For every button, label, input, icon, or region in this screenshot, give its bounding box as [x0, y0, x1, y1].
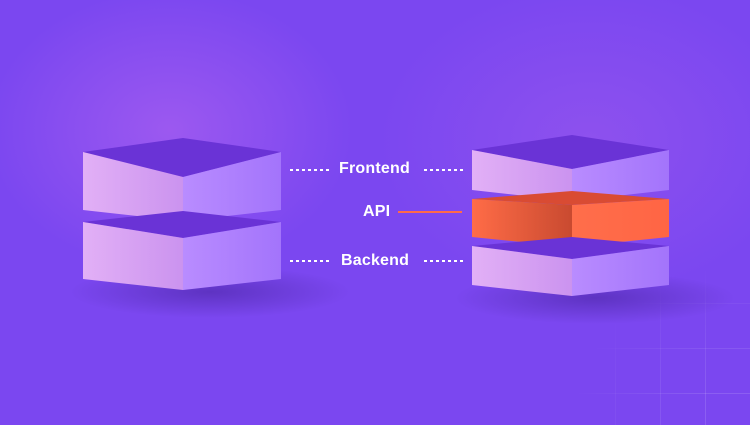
right-frontend-layer — [472, 135, 669, 201]
right-frontend-front — [472, 150, 572, 201]
left-frontend-side — [183, 152, 281, 221]
right-api-layer — [472, 191, 669, 247]
left-backend-front — [83, 222, 183, 290]
left-frontend-top — [83, 138, 281, 177]
backend-label: Backend — [341, 252, 410, 269]
right-backend-layer — [472, 237, 669, 296]
right-api-front — [472, 199, 572, 247]
left-frontend-front — [83, 152, 183, 221]
left-backend-top — [83, 211, 281, 238]
left-backend-layer — [83, 211, 281, 290]
right-api-side — [572, 199, 669, 247]
right-backend-top — [472, 237, 669, 259]
frontend-label: Frontend — [339, 160, 410, 177]
api-label: API — [363, 203, 391, 220]
right-frontend-side — [572, 150, 669, 201]
right-backend-side — [572, 246, 669, 296]
right-api-top — [472, 191, 669, 205]
left-frontend-layer — [83, 138, 281, 221]
right-backend-front — [472, 246, 572, 296]
left-backend-side — [183, 222, 281, 290]
right-frontend-top — [472, 135, 669, 169]
